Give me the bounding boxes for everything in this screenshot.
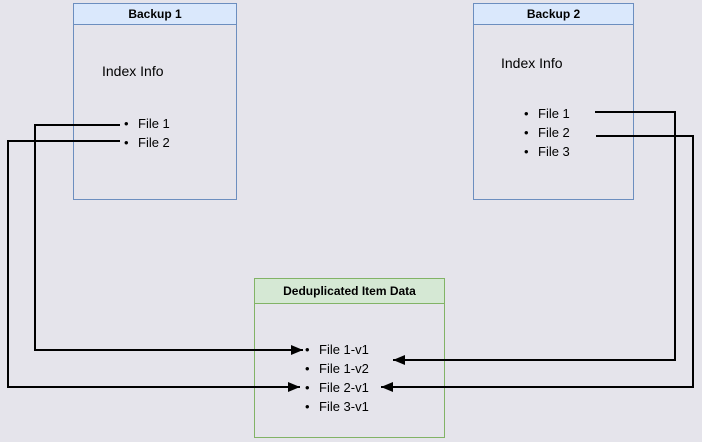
list-item: File 2 <box>124 133 170 152</box>
dedup-header: Deduplicated Item Data <box>255 279 444 304</box>
list-item: File 1 <box>524 104 570 123</box>
list-item: File 1-v1 <box>305 340 369 359</box>
list-item: File 1-v2 <box>305 359 369 378</box>
dedup-title: Deduplicated Item Data <box>283 284 416 298</box>
backup1-file-list: File 1 File 2 <box>124 114 170 152</box>
backup1-box: Backup 1 Index Info File 1 File 2 <box>73 3 237 200</box>
backup1-index-label: Index Info <box>102 63 164 79</box>
list-item: File 2 <box>524 123 570 142</box>
backup2-index-label: Index Info <box>501 55 563 71</box>
backup2-title: Backup 2 <box>526 7 581 21</box>
backup1-header: Backup 1 <box>74 4 236 25</box>
list-item: File 1 <box>124 114 170 133</box>
list-item: File 3 <box>524 142 570 161</box>
dedup-file-list: File 1-v1 File 1-v2 File 2-v1 File 3-v1 <box>305 340 369 416</box>
backup2-file-list: File 1 File 2 File 3 <box>524 104 570 161</box>
list-item: File 2-v1 <box>305 378 369 397</box>
backup2-header: Backup 2 <box>474 4 633 25</box>
list-item: File 3-v1 <box>305 397 369 416</box>
backup1-title: Backup 1 <box>128 7 182 21</box>
dedup-box: Deduplicated Item Data File 1-v1 File 1-… <box>254 278 445 438</box>
backup2-box: Backup 2 Index Info File 1 File 2 File 3 <box>473 3 634 200</box>
